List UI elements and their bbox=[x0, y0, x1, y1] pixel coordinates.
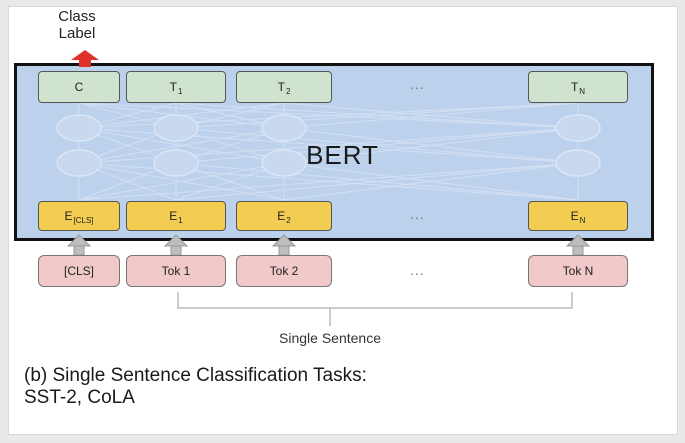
embedding-node-ellipsis: ... bbox=[410, 206, 425, 222]
output-node-label: T bbox=[570, 80, 579, 94]
output-node-label: T bbox=[169, 80, 177, 94]
output-node-subscript: N bbox=[579, 86, 586, 96]
token-node-2: Tok 2 bbox=[236, 255, 332, 287]
class-label-line-2: Label bbox=[58, 25, 96, 42]
token-node-label: Tok 1 bbox=[161, 264, 191, 278]
transformer-network-lines bbox=[56, 102, 601, 201]
class-label-line-1: Class bbox=[58, 8, 96, 25]
embedding-node-label: E bbox=[570, 209, 579, 223]
input-arrows bbox=[66, 234, 591, 256]
red-output-arrow bbox=[71, 50, 99, 67]
output-node-label: C bbox=[74, 80, 84, 94]
embedding-node-label: E bbox=[64, 209, 73, 223]
token-node-label: [CLS] bbox=[63, 264, 94, 278]
embedding-node-subscript: N bbox=[579, 215, 586, 225]
token-node-label: Tok N bbox=[562, 264, 594, 278]
caption-line-2: SST-2, CoLA bbox=[24, 387, 135, 408]
token-node-label: Tok 2 bbox=[269, 264, 299, 278]
token-node-4: Tok N bbox=[528, 255, 628, 287]
output-node-subscript: 1 bbox=[177, 86, 183, 96]
class-label: Class Label bbox=[22, 8, 132, 42]
embedding-node-subscript: 1 bbox=[178, 215, 183, 225]
embedding-node-subscript: 2 bbox=[286, 215, 291, 225]
output-node-subscript: 2 bbox=[285, 86, 291, 96]
token-node-1: Tok 1 bbox=[126, 255, 226, 287]
figure-caption: (b) Single Sentence Classification Tasks… bbox=[24, 365, 644, 409]
single-sentence-label: Single Sentence bbox=[279, 330, 381, 346]
sentence-bracket bbox=[177, 292, 573, 326]
caption-line-1: (b) Single Sentence Classification Tasks… bbox=[24, 365, 367, 386]
token-node-ellipsis: ... bbox=[410, 262, 425, 278]
embedding-node-label: E bbox=[169, 209, 178, 223]
embedding-node-subscript: [CLS] bbox=[73, 215, 94, 225]
token-node-0: [CLS] bbox=[38, 255, 120, 287]
output-node-0: C bbox=[38, 71, 120, 103]
embedding-node-label: E bbox=[277, 209, 286, 223]
bert-title: BERT bbox=[306, 140, 379, 170]
embedding-node-0: E[CLS] bbox=[38, 201, 120, 231]
output-node-ellipsis: ... bbox=[410, 76, 425, 92]
output-node-label: T bbox=[277, 80, 285, 94]
